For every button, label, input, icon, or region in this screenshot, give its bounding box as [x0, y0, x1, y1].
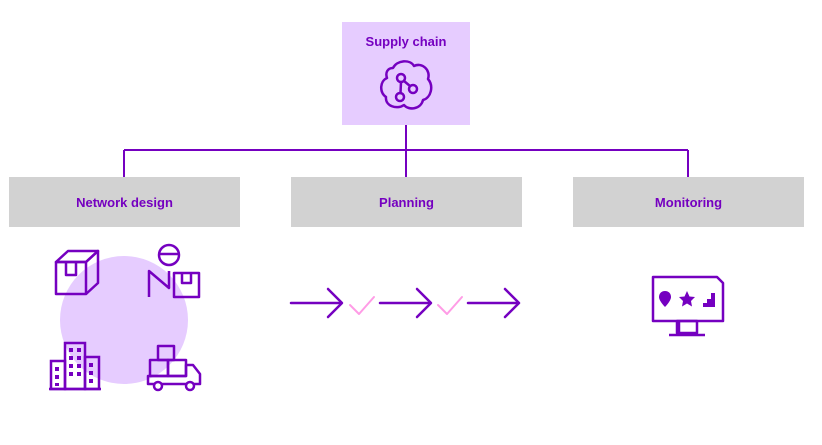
buildings-icon [49, 341, 101, 391]
monitor-dashboard-icon [651, 275, 725, 337]
root-node-title: Supply chain [365, 34, 447, 49]
delivery-truck-icon [146, 344, 202, 392]
branch-label: Planning [379, 194, 434, 210]
arrow-right-icon [289, 287, 344, 319]
branch-network-design: Network design [9, 177, 240, 227]
branch-label: Monitoring [654, 194, 723, 210]
planning-flow [289, 287, 521, 319]
network-nodes-icon [380, 60, 433, 110]
check-icon [437, 296, 463, 315]
check-icon [349, 296, 375, 315]
root-node-supply-chain: Supply chain [342, 22, 470, 125]
arrow-right-icon [378, 287, 433, 319]
package-icon [54, 249, 100, 296]
arrow-right-icon [466, 287, 521, 319]
branch-label: Network design [76, 194, 173, 210]
branch-planning: Planning [291, 177, 522, 227]
worker-with-box-icon [147, 243, 201, 299]
branch-monitoring: Monitoring [573, 177, 804, 227]
